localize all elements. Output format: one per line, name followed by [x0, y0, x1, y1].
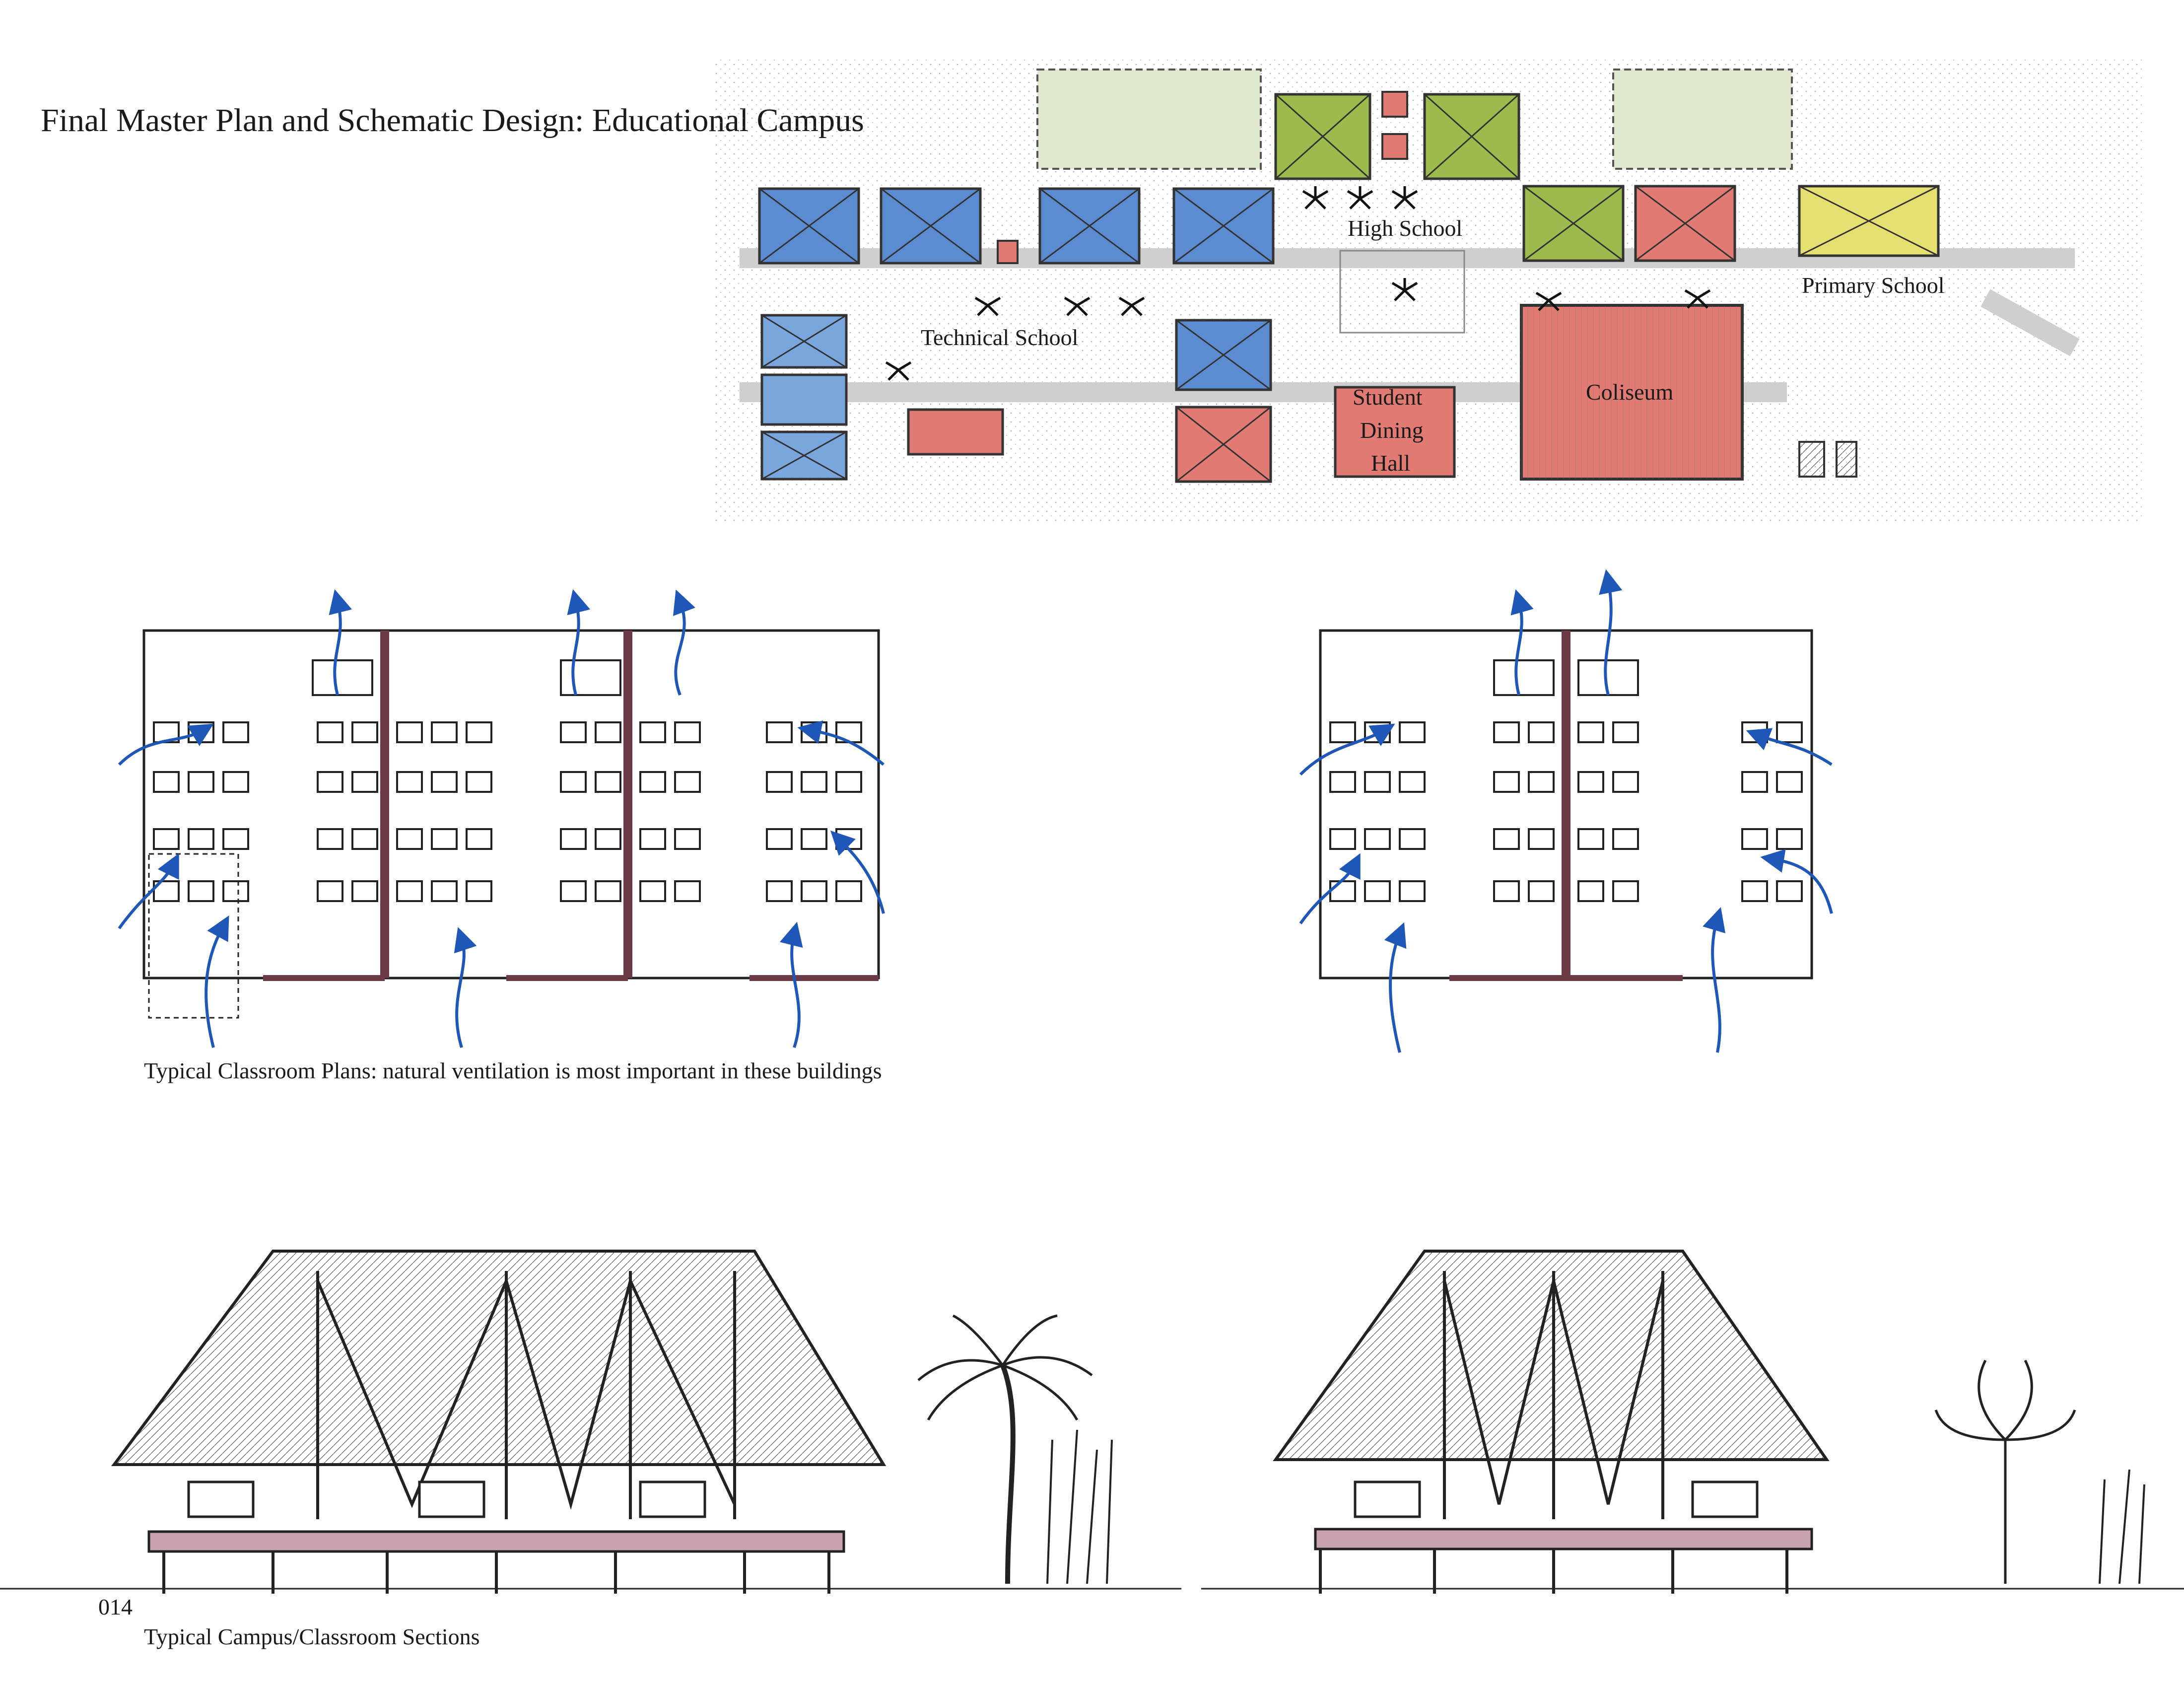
- high-school-buildings: [1274, 93, 1625, 262]
- kiosk: [1381, 91, 1408, 118]
- shed: [1798, 441, 1825, 478]
- primary-school-label: Primary School: [1802, 273, 1944, 298]
- palm-tree: [1934, 1359, 2076, 1584]
- technical-school-label: Technical School: [921, 325, 1078, 350]
- airflow-arrows: [1299, 569, 1833, 1053]
- section-right: [1201, 1250, 2184, 1594]
- kiosk: [997, 240, 1019, 264]
- dining-hall-label-line3: Hall: [1371, 450, 1410, 476]
- section-left: [0, 1250, 1181, 1594]
- classroom-plan-right: [1299, 569, 1833, 1053]
- desk-grid: [153, 721, 862, 902]
- site-plan: High School Primary School Technical Sch…: [715, 60, 2144, 521]
- plans-caption: Typical Classroom Plans: natural ventila…: [144, 1058, 882, 1083]
- classroom-plan-left: [118, 589, 885, 1048]
- plaza: [1339, 250, 1465, 334]
- shared-buildings: [907, 185, 1744, 483]
- grass: [2099, 1469, 2145, 1584]
- floor-slab: [147, 1530, 845, 1553]
- dining-hall-label-line2: Dining: [1360, 418, 1424, 443]
- grass: [1046, 1429, 1113, 1584]
- shed: [1836, 441, 1857, 478]
- palm-tree-icons: [885, 186, 1711, 381]
- page-number: 014: [98, 1594, 133, 1619]
- open-field: [1612, 69, 1793, 170]
- floor-slab: [1314, 1528, 1813, 1550]
- desk-grid: [1329, 721, 1803, 902]
- airflow-arrows: [118, 589, 885, 1048]
- open-field: [1036, 69, 1262, 170]
- high-school-label: High School: [1348, 215, 1462, 241]
- palm-tree: [917, 1314, 1093, 1421]
- technical-school-buildings: [758, 187, 1275, 481]
- sections-caption: Typical Campus/Classroom Sections: [144, 1624, 480, 1649]
- kiosk: [1381, 133, 1408, 160]
- dining-hall-label-line1: Student: [1353, 384, 1423, 410]
- coliseum-label: Coliseum: [1586, 379, 1674, 405]
